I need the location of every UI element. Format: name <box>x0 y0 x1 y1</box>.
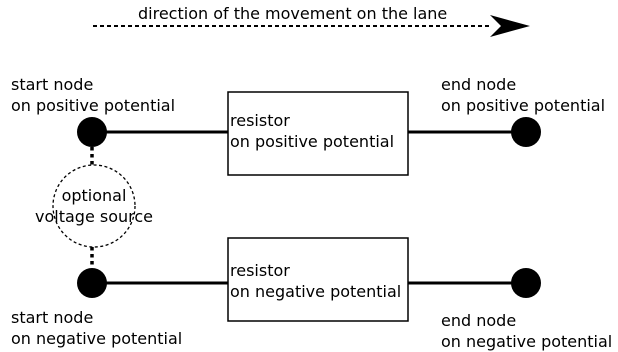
voltage-source-circle <box>52 164 136 248</box>
start-node-negative-label: start node on negative potential <box>11 308 183 348</box>
start-node-negative <box>77 268 107 298</box>
end-node-positive-label: end node on positive potential <box>441 75 606 115</box>
end-node-positive <box>511 117 541 147</box>
start-node-positive <box>77 117 107 147</box>
resistor-positive-box <box>227 91 409 176</box>
resistor-negative-box <box>227 237 409 322</box>
resistor-positive-label: resistor on positive potential <box>230 111 395 151</box>
voltage-source-label: optional voltage source <box>35 186 153 226</box>
start-node-positive-label: start node on positive potential <box>11 75 176 115</box>
resistor-negative-label: resistor on negative potential <box>230 261 402 301</box>
direction-label: direction of the movement on the lane <box>138 4 448 23</box>
end-node-negative-label: end node on negative potential <box>441 311 613 351</box>
direction-arrow <box>93 15 530 37</box>
end-node-negative <box>511 268 541 298</box>
